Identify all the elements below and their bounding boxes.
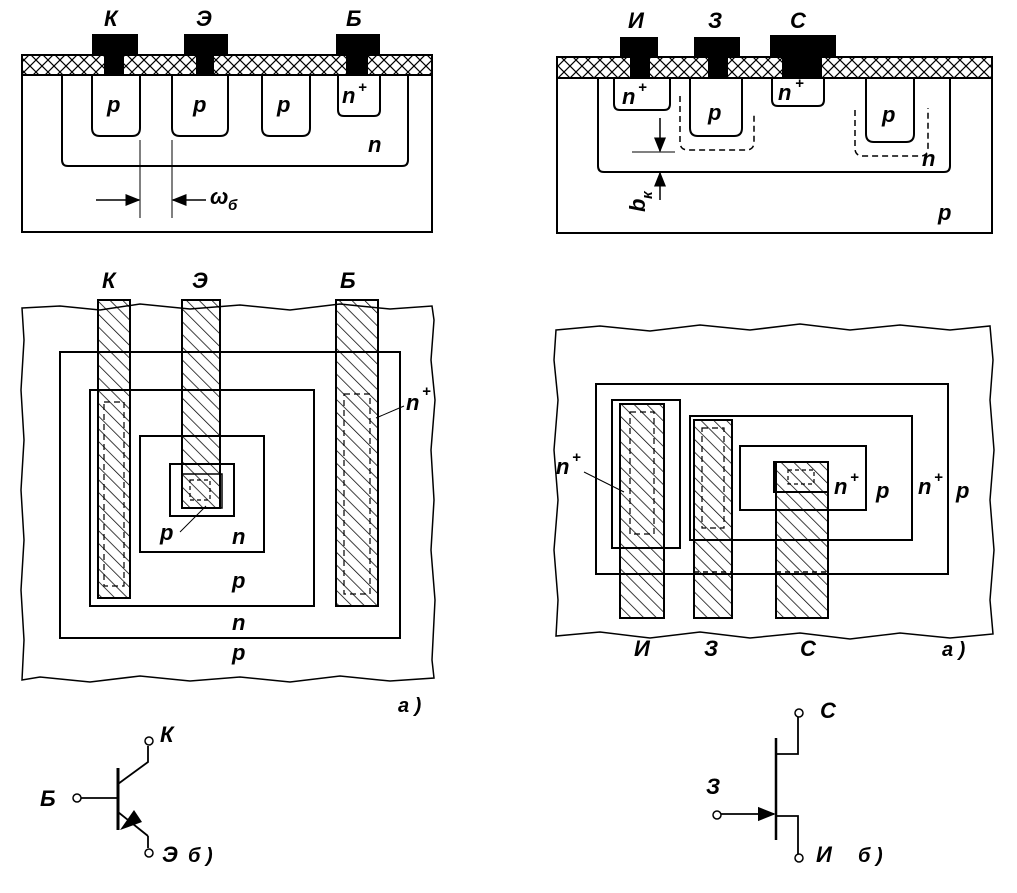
bk-dimension (632, 118, 675, 200)
label-width: ω (210, 184, 228, 209)
label-nplus2: n (778, 80, 791, 105)
label-nplus1-sup: + (638, 79, 647, 96)
label-gate: З (706, 774, 720, 799)
label-collector: К (102, 268, 117, 293)
p-region-third (261, 75, 311, 137)
label-nplus-left-sup: + (572, 449, 581, 466)
fet-plan-view: n + n + p n + p И З С (553, 323, 995, 661)
label-p-center: p (875, 478, 889, 503)
fet-cross-section: И З С n + p n + p n b к p (556, 8, 993, 234)
drain-strip (775, 461, 829, 619)
label-drain: С (790, 8, 807, 33)
label-drain: С (800, 636, 817, 661)
bipolar-cross-section: К Э Б p p p n + n ω б (21, 6, 433, 233)
label-nplus-right-sup: + (934, 469, 943, 486)
label-emitter: Э (192, 268, 208, 293)
label-bk: b (625, 199, 650, 212)
label-nplus: n (342, 83, 355, 108)
fet-symbol: С З И (706, 698, 837, 867)
collector-strip (97, 299, 131, 599)
label-p-inner: p (159, 520, 173, 545)
bipolar-symbol: К Б Э (40, 722, 178, 867)
label-nplus-sup: + (358, 79, 367, 96)
label-nplus2-sup: + (795, 75, 804, 92)
label-nplus-center-sup: + (850, 469, 859, 486)
label-nplus-left: n (556, 454, 569, 479)
chip-outline (20, 303, 436, 683)
label-p-outer: p (231, 640, 245, 665)
p-right-depletion (854, 108, 929, 157)
label-p1: p (106, 92, 120, 117)
substrate-outline (556, 78, 993, 234)
nplus-drain-region (771, 78, 825, 107)
source-strip (619, 403, 665, 619)
label-p2: p (881, 102, 895, 127)
label-nplus-sup: + (422, 383, 431, 400)
label-p-mid: p (231, 568, 245, 593)
n-region (597, 78, 951, 173)
p-region-emitter (171, 75, 229, 137)
label-nplus: n (406, 390, 419, 415)
label-base: Б (340, 268, 356, 293)
n-region-outline (59, 351, 401, 639)
n-region (61, 75, 409, 167)
emitter-strip (181, 299, 221, 509)
fet-caption-b: б ) (858, 845, 883, 867)
label-nplus1: n (622, 84, 635, 109)
gate-contact (694, 37, 740, 78)
n-region-outline (595, 383, 949, 575)
label-emitter: Э (196, 6, 212, 31)
fet-caption-a: а ) (942, 639, 966, 661)
label-emitter: Э (162, 842, 178, 867)
bipolar-caption-b: б ) (188, 845, 213, 867)
label-width-sub: б (228, 197, 238, 214)
nplus-region (337, 75, 381, 117)
oxide-layer (21, 54, 433, 76)
label-p-substrate: p (937, 200, 951, 225)
bipolar-plan-view: К Э Б n + p n p n p (20, 268, 436, 683)
chip-outline (553, 323, 995, 640)
label-source: И (816, 842, 833, 867)
label-drain: С (820, 698, 837, 723)
emitter-contact (184, 34, 228, 75)
p-region-collector (91, 75, 141, 137)
nplus-leader (375, 405, 405, 419)
label-gate: З (704, 636, 718, 661)
label-nplus-center: n (834, 474, 847, 499)
substrate-outline (21, 75, 433, 233)
label-n: n (922, 146, 935, 171)
label-n: n (368, 132, 381, 157)
p-right-region (865, 78, 915, 143)
p-gate-region (689, 78, 743, 137)
oxide-layer (556, 56, 993, 79)
bipolar-caption-a: а ) (398, 695, 422, 717)
label-n-inner: n (232, 524, 245, 549)
label-collector: К (104, 6, 119, 31)
label-gate: З (708, 8, 722, 33)
label-p1: p (707, 100, 721, 125)
label-base: Б (40, 786, 56, 811)
label-p-outer: p (955, 478, 969, 503)
nplus-source-region (613, 78, 671, 111)
width-dimension (96, 140, 206, 218)
label-bk-sub: к (639, 190, 656, 199)
label-p2: p (192, 92, 206, 117)
base-contact (336, 34, 380, 75)
base-strip (335, 299, 379, 607)
gate-strip (693, 419, 733, 619)
label-collector: К (160, 722, 175, 747)
label-nplus-right: n (918, 474, 931, 499)
label-source: И (634, 636, 651, 661)
nplus-left-leader (583, 471, 625, 493)
collector-contact (92, 34, 138, 75)
drain-contact (770, 35, 836, 78)
label-p3: p (276, 92, 290, 117)
label-n-outer: n (232, 610, 245, 635)
source-contact (620, 37, 658, 78)
label-source: И (628, 8, 645, 33)
label-base: Б (346, 6, 362, 31)
p-inner-leader (179, 505, 207, 533)
